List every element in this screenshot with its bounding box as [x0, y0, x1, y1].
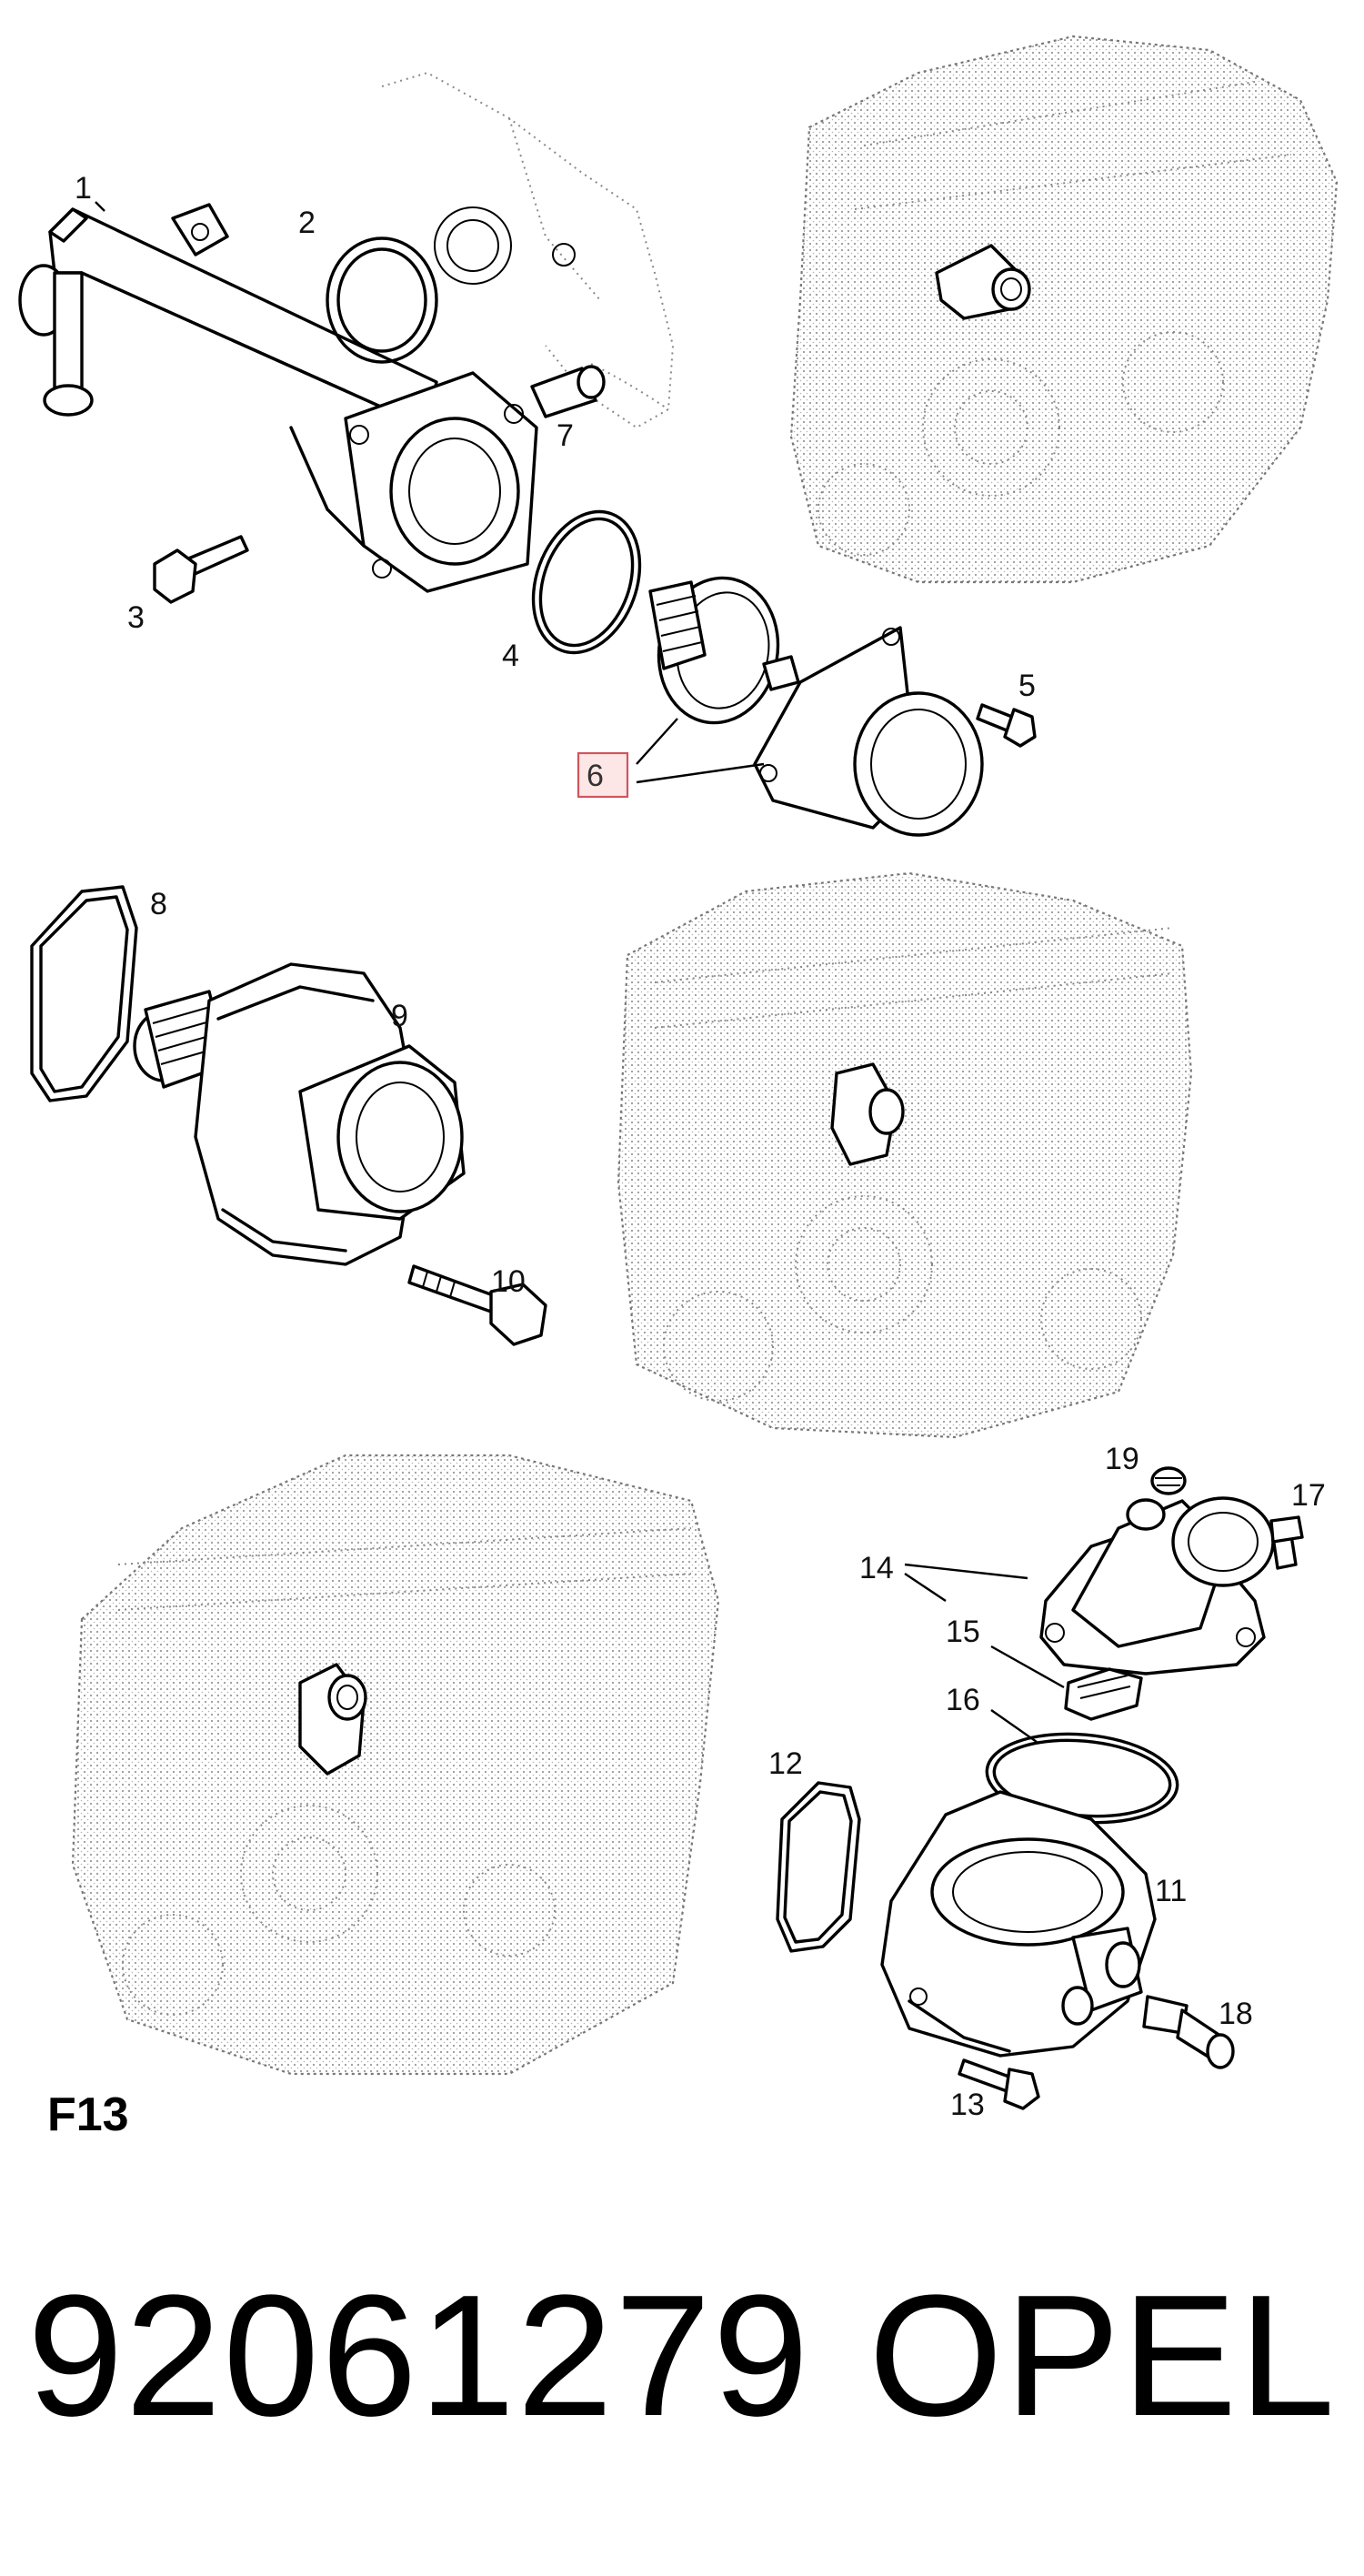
callout-9: 9 — [391, 999, 408, 1033]
svg-text:3: 3 — [127, 600, 145, 635]
callout-17: 17 — [1291, 1478, 1326, 1513]
svg-text:11: 11 — [1155, 1874, 1187, 1908]
engine-reference-bottom-left — [71, 1454, 720, 2076]
svg-text:12: 12 — [768, 1746, 803, 1781]
part-4-o-ring — [531, 509, 642, 655]
callout-7: 7 — [557, 418, 574, 453]
callout-18: 18 — [1219, 1997, 1253, 2031]
callout-4: 4 — [502, 639, 519, 673]
svg-text:13: 13 — [950, 2088, 985, 2122]
svg-text:18: 18 — [1219, 1997, 1253, 2031]
svg-text:2: 2 — [298, 206, 316, 240]
callout-3: 3 — [127, 600, 145, 635]
part-6-thermostat-cover[interactable] — [753, 626, 984, 837]
thermostat-housing-location-marker — [298, 1663, 367, 1776]
part-3-bolt — [153, 535, 249, 604]
part-11-thermostat-housing — [880, 1790, 1157, 2058]
brand-label: OPEL — [868, 2259, 1337, 2452]
part-9-thermostat-housing — [133, 962, 466, 1266]
part-8-gasket — [30, 885, 138, 1102]
part-14-outlet-housing — [1039, 1496, 1275, 1675]
part-17-bolt — [1269, 1515, 1304, 1570]
part-15-thermostat — [1064, 1667, 1143, 1721]
callout-10: 10 — [491, 1264, 526, 1299]
callout-8: 8 — [150, 887, 167, 921]
callout-19: 19 — [1105, 1442, 1139, 1476]
svg-text:19: 19 — [1105, 1442, 1139, 1476]
svg-text:6: 6 — [587, 759, 604, 793]
callout-11: 11 — [1155, 1874, 1187, 1908]
svg-text:5: 5 — [1018, 669, 1036, 703]
part-5-bolt — [976, 703, 1037, 748]
engine-reference-middle-right — [617, 871, 1193, 1439]
part-19-plug — [1150, 1466, 1187, 1495]
svg-text:1: 1 — [75, 171, 92, 206]
part-18-sensor — [1142, 1995, 1235, 2069]
callout-12: 12 — [768, 1746, 803, 1781]
part-12-gasket — [776, 1781, 861, 1953]
part-6-thermostat[interactable] — [647, 569, 800, 732]
part-number-label: 92061279 — [27, 2259, 811, 2452]
callout-6-highlighted[interactable]: 6 — [577, 718, 765, 799]
svg-text:14: 14 — [859, 1551, 894, 1585]
part-10-bolt — [407, 1264, 547, 1346]
svg-text:9: 9 — [391, 999, 408, 1033]
callout-14: 14 — [859, 1551, 1028, 1602]
thermostat-housing-location-marker — [935, 244, 1031, 320]
svg-text:15: 15 — [946, 1615, 980, 1649]
svg-text:17: 17 — [1291, 1478, 1326, 1513]
svg-text:16: 16 — [946, 1683, 980, 1717]
thermostat-housing-location-marker — [830, 1062, 905, 1166]
svg-text:8: 8 — [150, 887, 167, 921]
part-7-sensor-stud — [530, 365, 606, 418]
figure-code-label: F13 — [47, 2088, 129, 2141]
engine-reference-top-right — [789, 35, 1339, 584]
callout-13: 13 — [950, 2088, 985, 2122]
svg-text:7: 7 — [557, 418, 574, 453]
svg-text:4: 4 — [502, 639, 519, 673]
part-2-seal-ring — [326, 236, 438, 364]
part-1-coolant-pipe — [18, 203, 538, 593]
callout-5: 5 — [1018, 669, 1036, 703]
callout-15: 15 — [946, 1615, 1065, 1689]
callout-16: 16 — [946, 1683, 1038, 1743]
callout-1: 1 — [75, 171, 105, 212]
svg-text:10: 10 — [491, 1264, 526, 1299]
part-13-bolt — [958, 2058, 1040, 2110]
engine-block-outline-top-left — [381, 71, 675, 429]
callout-2: 2 — [298, 206, 316, 240]
